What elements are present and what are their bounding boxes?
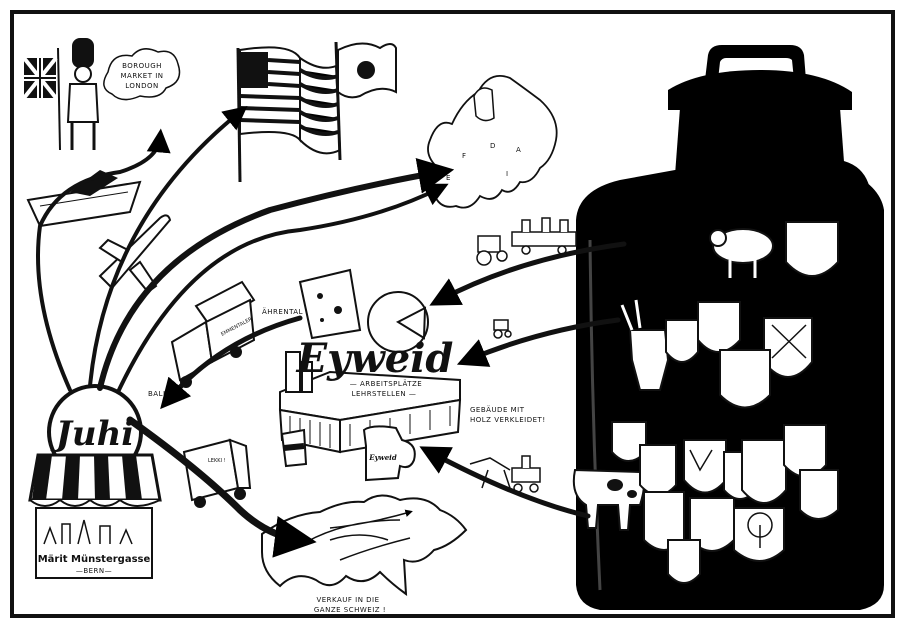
van-route-label: BALL: [148, 390, 167, 398]
hub-label: Juhi: [50, 414, 134, 454]
milk-bucket-icon: [282, 430, 306, 466]
jug-label: Eyweid: [368, 453, 397, 462]
truck-route-label: ÄHRENTAL: [262, 307, 303, 316]
factory-note-2: HOLZ VERKLEIDET!: [470, 416, 546, 424]
market-stall: Märit Münstergasse —BERN—: [30, 455, 160, 578]
country-f: F: [462, 152, 467, 160]
factory-sub-2: LEHRSTELLEN —: [352, 390, 417, 398]
shop-city: —BERN—: [76, 567, 112, 575]
union-jack-flag: [24, 58, 56, 98]
factory-note-1: GEBÄUDE MIT: [470, 405, 525, 414]
shop-name: Märit Münstergasse: [38, 554, 151, 565]
van-label: LEKKI !: [208, 458, 226, 464]
bubble-line-3: LONDON: [125, 82, 159, 90]
swiss-text-1: VERKAUF IN DIE: [316, 596, 379, 604]
small-tractor-icon: [494, 320, 511, 338]
bubble-line-2: MARKET IN: [120, 72, 163, 80]
country-d: D: [490, 142, 496, 150]
country-a: A: [516, 146, 521, 154]
factory-name: Eyweid: [296, 335, 454, 382]
swiss-text-2: GANZE SCHWEIZ !: [314, 606, 386, 614]
country-i: I: [506, 170, 509, 178]
country-e: E: [446, 174, 451, 182]
bubble-line-1: BOROUGH: [122, 62, 162, 70]
factory-sub-1: — ARBEITSPLÄTZE: [350, 379, 422, 388]
